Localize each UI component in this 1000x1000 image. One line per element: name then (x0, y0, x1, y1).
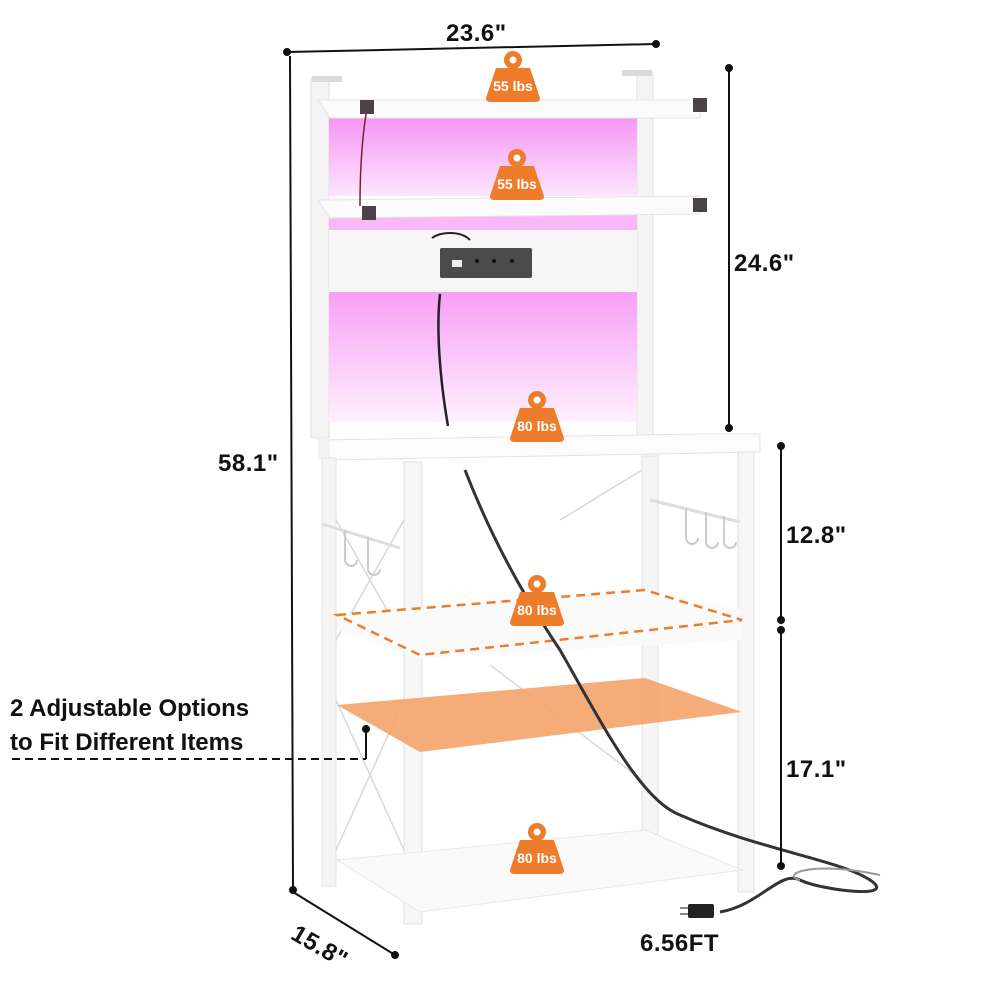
adjustable-shelf-callout: 2 Adjustable Options to Fit Different It… (10, 692, 249, 760)
weight-badge-tabletop: 80 lbs (508, 388, 566, 442)
weight-icon (490, 149, 544, 200)
weight-icon (510, 823, 564, 874)
weight-label: 80 lbs (517, 850, 557, 866)
weight-icon (510, 575, 564, 626)
total-height-dimension: 58.1" (218, 450, 279, 477)
weight-label: 80 lbs (517, 418, 557, 434)
weight-badge-hutch-top: 55 lbs (484, 48, 542, 102)
weight-icon (510, 391, 564, 442)
weight-badge-bottom-shelf: 80 lbs (508, 820, 566, 874)
width-dimension: 23.6" (446, 20, 507, 47)
weight-icon (486, 51, 540, 102)
weight-label: 55 lbs (493, 78, 533, 94)
weight-label: 55 lbs (497, 176, 537, 192)
weight-badge-middle-shelf: 80 lbs (508, 572, 566, 626)
cord-length-dimension: 6.56FT (640, 930, 720, 957)
upper-gap-dimension: 12.8" (786, 522, 847, 549)
weight-label: 80 lbs (517, 602, 557, 618)
hutch-height-dimension: 24.6" (734, 250, 795, 277)
callout-line-2: to Fit Different Items (10, 729, 244, 756)
weight-badge-hutch-middle: 55 lbs (488, 146, 546, 200)
callout-line-1: 2 Adjustable Options (10, 695, 250, 722)
lower-gap-dimension: 17.1" (786, 756, 847, 783)
